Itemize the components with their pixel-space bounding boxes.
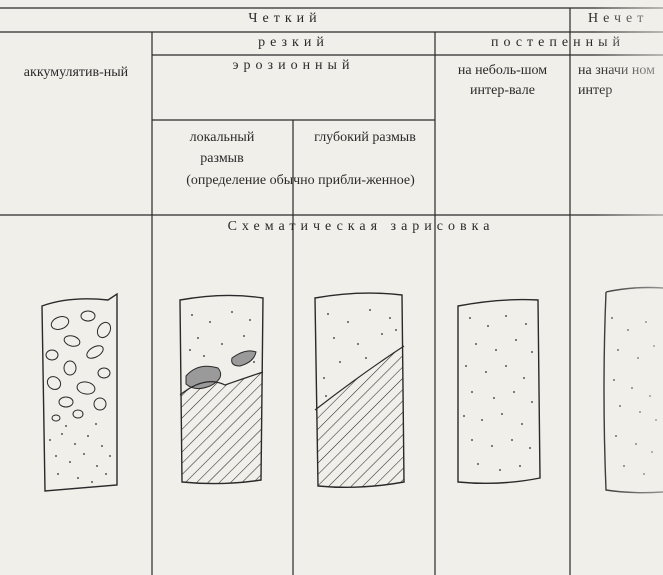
header-sharp: резкий [258, 35, 329, 50]
sketch-gradual-large-interval [603, 286, 663, 494]
sketch-local-washout [179, 294, 264, 485]
cell-local-washout: локальный размыв [189, 130, 255, 166]
cell-small-interval: на неболь-шом интер-вале [457, 63, 548, 98]
cell-deep-washout: глубокий размыв [314, 130, 416, 145]
cell-note: (определение обычно прибли-женное) [186, 173, 415, 188]
header-gradual: постепенный [491, 35, 625, 50]
sketch-title: Схематическая зарисовка [227, 219, 495, 234]
header-distinct: Четкий [248, 11, 322, 26]
sketch-accumulative [41, 292, 118, 492]
sketch-deep-washout [314, 292, 405, 489]
cell-accumulative: аккумулятив-ный [23, 65, 129, 80]
sketch-gradual-small-interval [457, 298, 541, 485]
header-erosional: эрозионный [232, 58, 355, 73]
